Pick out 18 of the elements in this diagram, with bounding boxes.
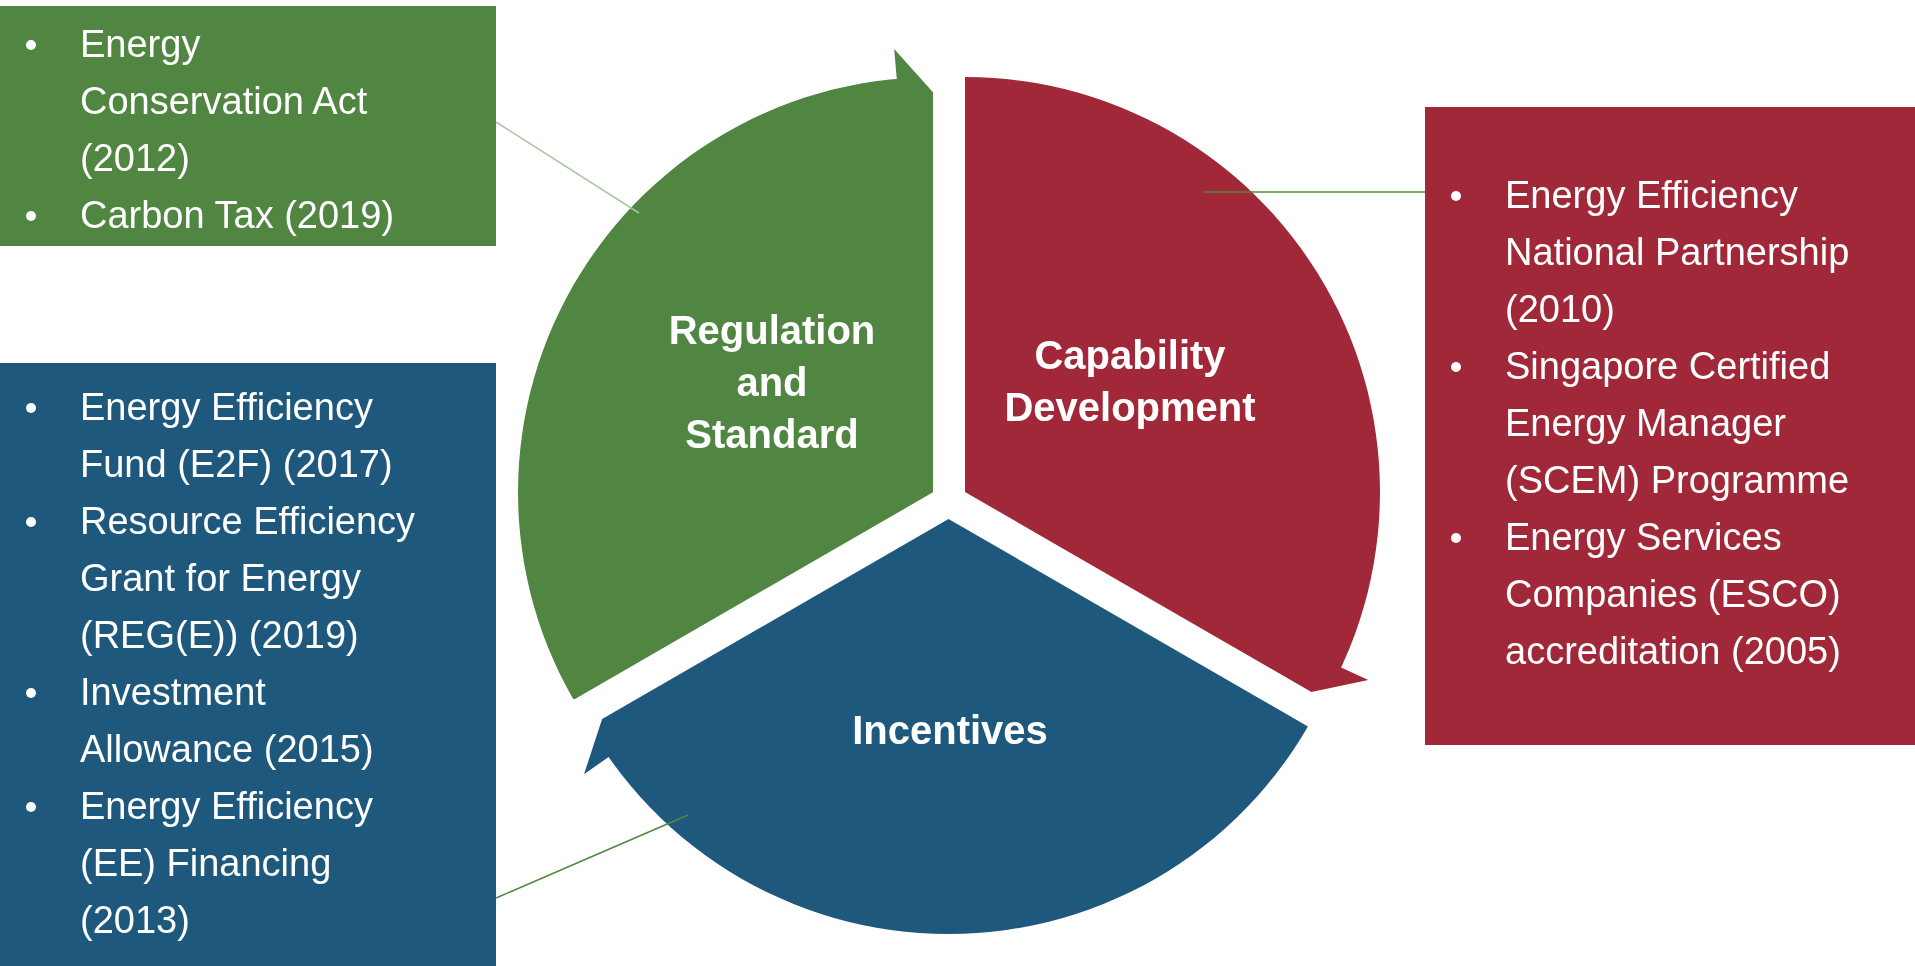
- bullet-text: Carbon Tax (2019): [80, 194, 395, 236]
- bullet-text: Energy Conservation Act (2012): [80, 23, 368, 179]
- bullet-text: Singapore Certified Energy Manager (SCEM) Programme: [1505, 345, 1850, 501]
- sector-label: Regulation and Standard: [667, 307, 877, 458]
- text-box: [0, 6, 496, 246]
- leader-line: [495, 814, 689, 899]
- bullet-text: Energy Services Companies (ESCO) accreditation (2005): [1505, 516, 1841, 672]
- bullet-text: Resource Efficiency Grant for Energy (REG(E)) (2019): [80, 500, 416, 656]
- bullet-text: Energy Efficiency Fund (E2F) (2017): [80, 386, 393, 485]
- leader-line: [495, 121, 640, 214]
- text-box: [0, 363, 496, 966]
- bullet-text: Energy Efficiency National Partnership (2010): [1505, 174, 1850, 330]
- sector-label: Incentives: [851, 707, 1049, 754]
- leader-line: [1202, 191, 1426, 193]
- bullet-text: Investment Allowance (2015): [80, 671, 374, 770]
- bullet-text: Energy Efficiency (EE) Financing (2013): [80, 785, 373, 941]
- text-box: [1425, 107, 1915, 745]
- sector-label: Capability Development: [1003, 332, 1257, 431]
